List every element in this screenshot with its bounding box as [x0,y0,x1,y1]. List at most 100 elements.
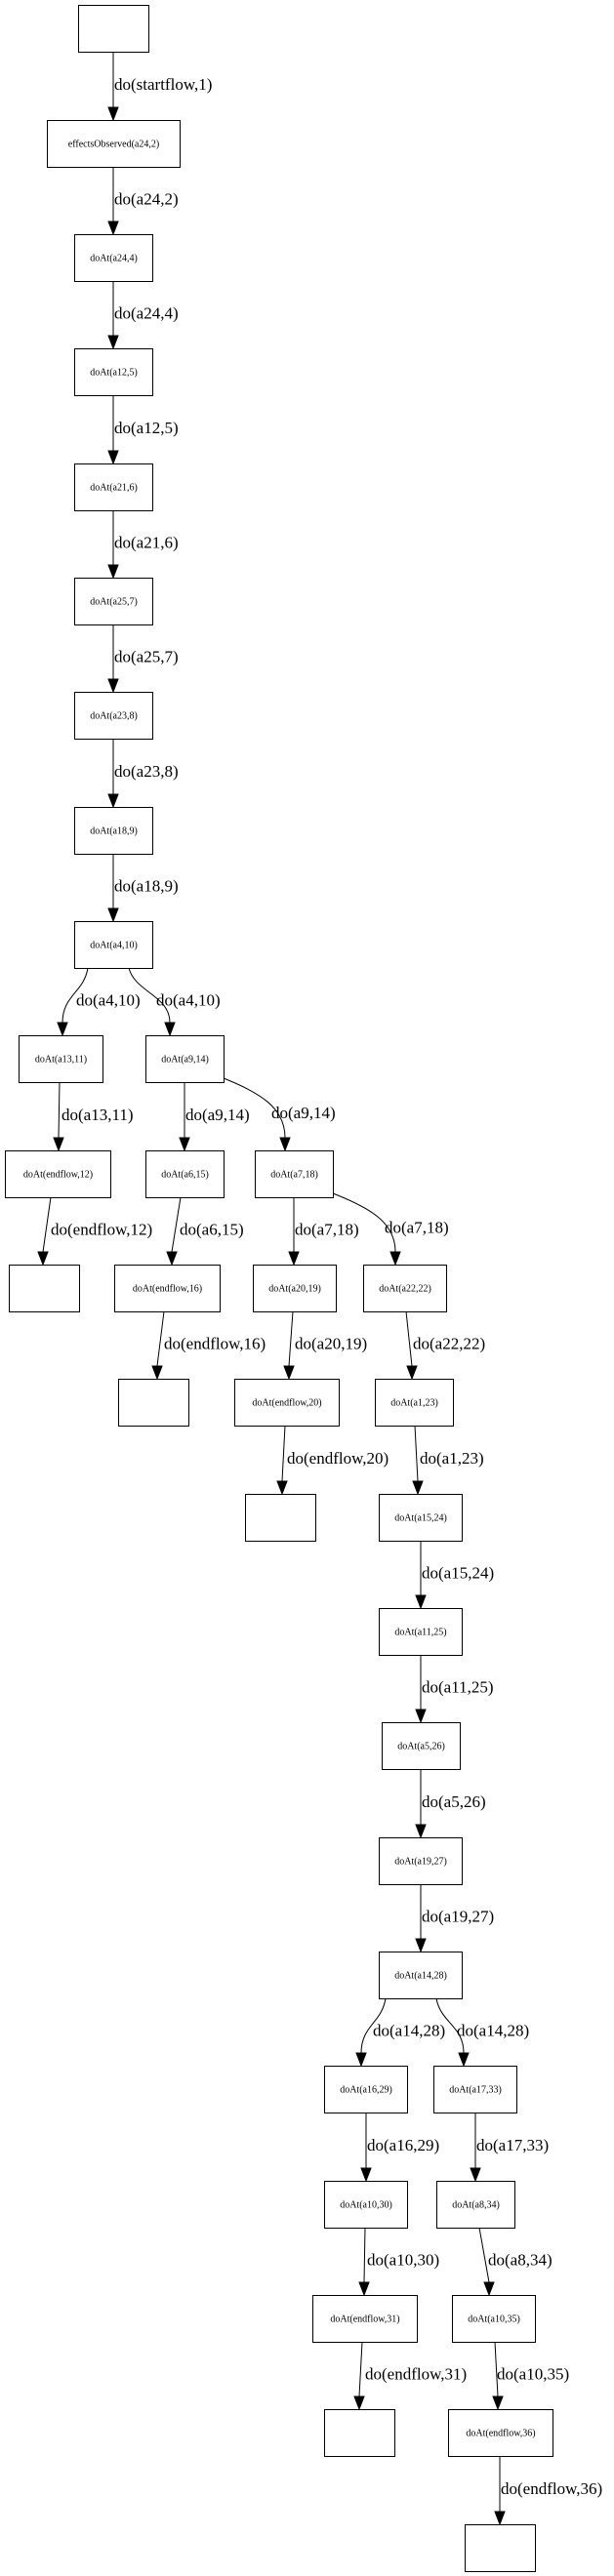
edge-label: do(a10,30) [367,2251,439,2270]
graph-edge: do(a23,8) [107,739,179,809]
edge-label: do(a20,19) [295,1335,367,1353]
arrowhead-icon [107,221,119,236]
arrowhead-icon [415,1938,427,1953]
graph-node: doAt(a1,23) [375,1379,454,1427]
node-label: doAt(endflow,20) [252,1397,321,1408]
arrowhead-icon [107,907,119,923]
node-box [324,2409,395,2457]
arrowhead-icon [494,2511,506,2526]
graph-node: doAt(a8,34) [436,2181,515,2229]
graph-node: doAt(a22,22) [363,1265,447,1312]
graph-node: doAt(a6,15) [145,1150,225,1198]
graph-node: doAt(a11,25) [379,1608,463,1656]
node-label: doAt(a4,10) [90,940,138,950]
edge-label: do(a18,9) [114,877,179,896]
graph-node-empty [465,2524,536,2572]
arrowhead-icon [415,1709,427,1724]
graph-edge: do(a25,7) [107,624,179,694]
arrowhead-icon [355,2052,367,2068]
edge-label: do(a8,34) [488,2251,553,2270]
arrowhead-icon [107,564,119,580]
graph-node: doAt(a25,7) [74,578,153,625]
graph-node-empty [9,1265,80,1312]
edge-label: do(endflow,31) [365,2365,467,2384]
edge-line [156,1310,165,1367]
node-label: doAt(a19,27) [394,1856,447,1867]
arrowhead-icon [283,1365,295,1381]
node-label: doAt(a16,29) [340,2084,392,2095]
node-box [363,1265,447,1312]
edge-label: do(startflow,1) [114,75,212,94]
node-label: doAt(a21,6) [90,482,138,493]
graph-edge: do(a5,26) [415,1769,486,1839]
node-box [324,2066,408,2113]
node-label: doAt(a11,25) [394,1627,446,1637]
edge-label: do(endflow,20) [287,1449,389,1468]
graph-edge: do(a18,9) [107,854,179,923]
graph-edge: do(endflow,36) [494,2456,602,2526]
node-label: doAt(a14,28) [394,1970,447,1981]
graph-node: doAt(endflow,12) [5,1150,111,1198]
arrowhead-icon [279,1137,291,1152]
node-box [379,1494,463,1542]
edge-line [171,1196,182,1253]
edge-line [435,1997,465,2054]
edge-label: do(a4,10) [156,991,221,1010]
node-label: doAt(a18,9) [90,825,138,836]
node-label: doAt(a25,7) [90,596,138,607]
node-label: doAt(a13,11) [35,1054,87,1065]
node-label: doAt(a1,23) [390,1397,438,1408]
edge-line [414,1425,419,1482]
node-box [114,1265,221,1312]
edge-line [128,967,171,1024]
edge-label: do(a23,8) [114,762,179,781]
graph-node: doAt(a17,33) [433,2066,517,2113]
arrowhead-icon [483,2281,495,2297]
graph-node: doAt(a21,6) [74,463,153,511]
edge-label: do(a4,10) [76,991,141,1010]
edge-line [363,2227,366,2283]
node-label: doAt(a24,4) [90,253,138,263]
graph-edge: do(a9,14) [179,1082,250,1152]
node-box [47,120,181,168]
node-box [245,1494,316,1542]
node-box [379,1837,463,1885]
edge-line [405,1310,413,1367]
node-label: doAt(a17,33) [449,2084,502,2095]
node-box [74,692,153,740]
graph-edge: do(a14,28) [435,1997,529,2068]
graph-node: effectsObserved(a24,2) [47,120,181,168]
edge-label: do(a14,28) [373,2022,445,2040]
edge-label: do(a21,6) [114,534,179,552]
graph-edge: do(a7,18) [332,1192,449,1267]
graph-node: doAt(a14,28) [379,1952,463,1999]
arrowhead-icon [288,1251,300,1267]
graph-edge: do(a1,23) [412,1425,484,1496]
graph-edge: do(a10,35) [492,2341,569,2411]
arrowhead-icon [360,2167,372,2183]
node-box [19,1035,103,1083]
edge-label: do(endflow,16) [164,1335,266,1353]
node-box [465,2524,536,2572]
graph-node-empty [118,1379,189,1427]
node-box [452,2295,536,2343]
node-label: doAt(a7,18) [270,1169,318,1180]
arrowhead-icon [164,1022,176,1037]
graph-edge: do(a9,14) [223,1077,336,1152]
graph-node: doAt(a15,24) [379,1494,463,1542]
node-label: effectsObserved(a24,2) [68,139,159,149]
graph-node: doAt(a10,30) [324,2181,408,2229]
node-box [74,234,153,282]
graph-edge: do(a21,6) [107,510,179,580]
edge-label: do(a13,11) [61,1106,134,1124]
edge-label: do(a24,2) [114,190,179,209]
arrowhead-icon [406,1365,418,1381]
graph-node: doAt(a12,5) [74,348,153,396]
edge-label: do(a12,5) [114,419,179,437]
node-box [379,1952,463,1999]
node-box [433,2066,517,2113]
arrowhead-icon [107,106,119,122]
node-label: doAt(a8,34) [452,2199,500,2210]
graph-edge: do(endflow,31) [353,2341,467,2411]
